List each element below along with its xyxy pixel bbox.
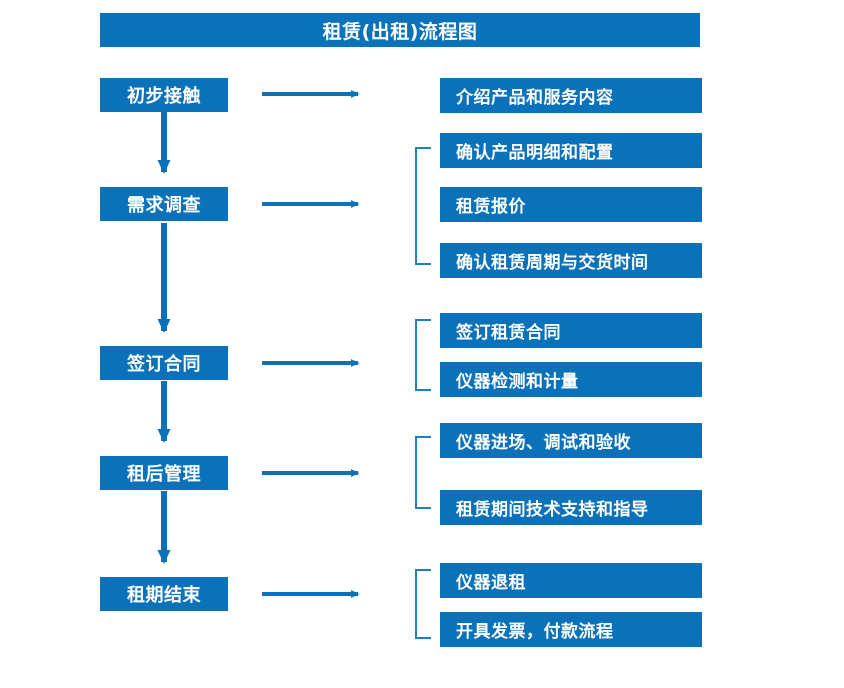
detail-box-d6[interactable]: 仪器检测和计量 [440, 362, 702, 397]
stage-box-b2[interactable]: 需求调查 [100, 187, 228, 221]
detail-box-d1[interactable]: 介绍产品和服务内容 [440, 78, 702, 113]
detail-box-d7[interactable]: 仪器进场、调试和验收 [440, 423, 702, 458]
stage-box-b5[interactable]: 租期结束 [100, 577, 228, 611]
detail-box-d10[interactable]: 开具发票，付款流程 [440, 612, 702, 647]
detail-box-d8[interactable]: 租赁期间技术支持和指导 [440, 490, 702, 525]
detail-box-d5[interactable]: 签订租赁合同 [440, 313, 702, 348]
detail-box-d2[interactable]: 确认产品明细和配置 [440, 133, 702, 168]
stage-box-b3[interactable]: 签订合同 [100, 346, 228, 380]
detail-box-d9[interactable]: 仪器退租 [440, 563, 702, 598]
page-title: 租赁(出租)流程图 [100, 13, 700, 47]
detail-box-d3[interactable]: 租赁报价 [440, 187, 702, 222]
bracket-group-b3 [415, 319, 431, 391]
bracket-group-b2 [415, 147, 431, 265]
stage-box-b1[interactable]: 初步接触 [100, 78, 228, 112]
bracket-group-b4 [415, 436, 431, 509]
detail-box-d4[interactable]: 确认租赁周期与交货时间 [440, 243, 702, 278]
stage-box-b4[interactable]: 租后管理 [100, 456, 228, 490]
bracket-group-b5 [415, 569, 431, 639]
